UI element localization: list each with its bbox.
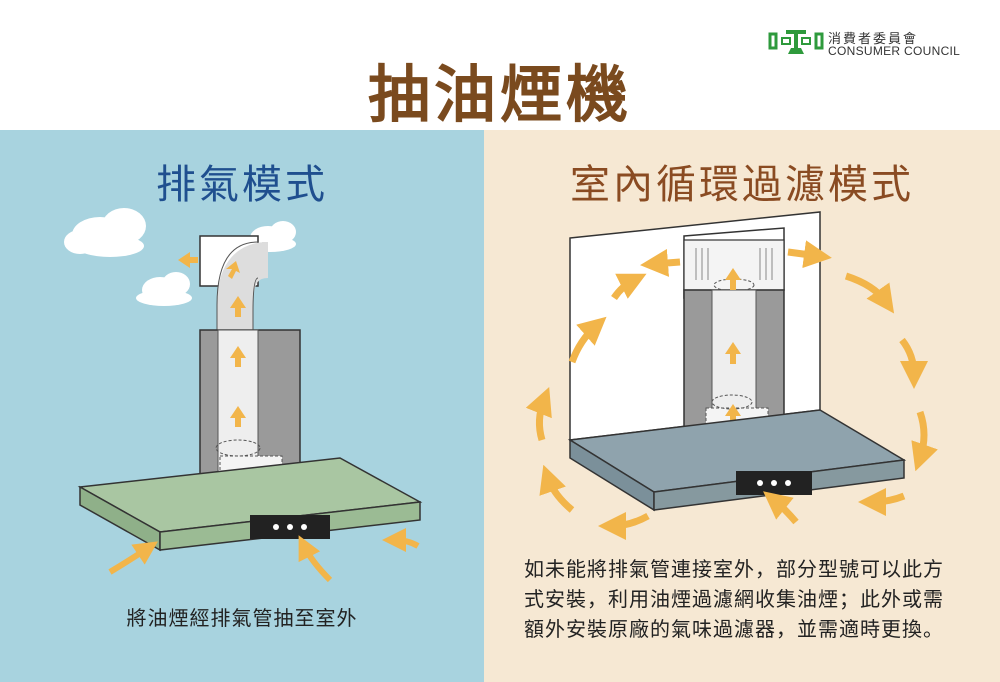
header: 抽油煙機 消費者委員會 CONSUMER COUNCIL [0, 0, 1000, 131]
arrow-icon [108, 528, 420, 583]
logo-name-en: CONSUMER COUNCIL [828, 44, 961, 58]
logo-icon [768, 30, 824, 54]
exhaust-diagram [64, 208, 423, 583]
cloud-icon [64, 208, 146, 257]
cloud-icon [136, 272, 192, 306]
recirculation-mode-caption: 如未能將排氣管連接室外，部分型號可以此方式安裝，利用油煙過濾網收集油煙；此外或需… [524, 557, 944, 641]
logo-name-zh: 消費者委員會 [828, 32, 919, 47]
exhaust-mode-title: 排氣模式 [156, 162, 328, 208]
arrow-icon [725, 268, 741, 426]
recirculation-mode-panel: 室內循環過濾模式 如未能將排氣管連接室外，部分型號可以此方式安裝，利用油煙過濾網… [484, 130, 1000, 682]
exhaust-mode-caption: 將油煙經排氣管抽至室外 [126, 606, 358, 630]
recirculation-mode-title: 室內循環過濾模式 [570, 162, 914, 208]
recirculation-diagram [525, 211, 938, 540]
consumer-council-logo: 消費者委員會 CONSUMER COUNCIL [768, 26, 968, 60]
exhaust-mode-panel: 排氣模式 將油煙經排氣管抽至室外 [0, 130, 484, 682]
arrow-icon [525, 240, 938, 540]
page-title: 抽油煙機 [367, 58, 632, 131]
